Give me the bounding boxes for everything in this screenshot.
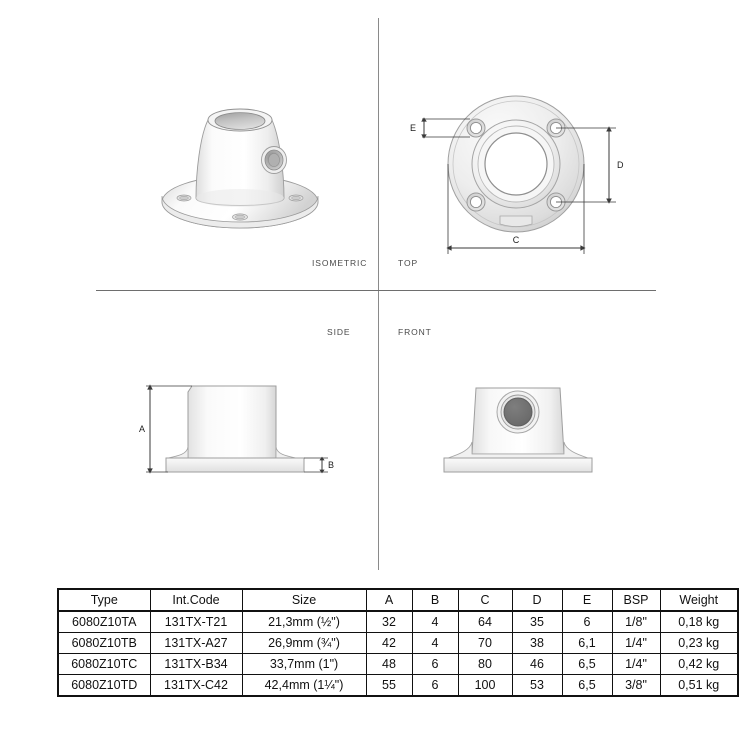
isometric-part-geometry	[161, 108, 319, 229]
column-header-size: Size	[241, 588, 367, 612]
cell-d: 46	[511, 653, 563, 675]
cell-c: 100	[457, 674, 513, 697]
column-header-d: D	[511, 588, 563, 612]
cell-b: 6	[411, 674, 459, 697]
cell-type: 6080Z10TA	[57, 610, 151, 633]
cell-b: 4	[411, 632, 459, 654]
cell-weight: 0,42 kg	[659, 653, 739, 675]
cell-bsp: 1/8"	[611, 610, 661, 633]
specification-table: Type Int.Code Size A B C D E BSP Weight …	[57, 588, 739, 697]
cell-intcode: 131TX-A27	[149, 632, 243, 654]
top-part-geometry	[447, 95, 585, 233]
cell-weight: 0,23 kg	[659, 632, 739, 654]
dimension-label-A: A	[139, 424, 145, 434]
view-label-side: SIDE	[327, 327, 351, 337]
table-row: 6080Z10TA 131TX-T21 21,3mm (½") 32 4 64 …	[57, 610, 739, 633]
horizontal-divider	[96, 290, 656, 291]
cell-a: 32	[365, 610, 413, 633]
cell-c: 64	[457, 610, 513, 633]
cell-c: 70	[457, 632, 513, 654]
table-header-row: Type Int.Code Size A B C D E BSP Weight	[57, 588, 739, 612]
column-header-c: C	[457, 588, 513, 612]
column-header-bsp: BSP	[611, 588, 661, 612]
cell-e: 6,5	[561, 653, 613, 675]
side-view: A B	[132, 372, 347, 487]
dimension-D	[556, 126, 616, 204]
table-row: 6080Z10TC 131TX-B34 33,7mm (1") 48 6 80 …	[57, 653, 739, 675]
cell-intcode: 131TX-C42	[149, 674, 243, 697]
dimension-label-B: B	[328, 460, 334, 470]
dimension-B	[304, 456, 328, 474]
cell-weight: 0,18 kg	[659, 610, 739, 633]
dimension-label-E: E	[410, 123, 416, 133]
cell-type: 6080Z10TB	[57, 632, 151, 654]
cell-e: 6,5	[561, 674, 613, 697]
cell-intcode: 131TX-B34	[149, 653, 243, 675]
dimension-label-C: C	[513, 235, 520, 245]
column-header-type: Type	[57, 588, 151, 612]
specification-table-container: Type Int.Code Size A B C D E BSP Weight …	[57, 588, 739, 697]
column-header-b: B	[411, 588, 459, 612]
cell-intcode: 131TX-T21	[149, 610, 243, 633]
cell-type: 6080Z10TD	[57, 674, 151, 697]
cell-bsp: 3/8"	[611, 674, 661, 697]
cell-d: 38	[511, 632, 563, 654]
dimension-A	[146, 384, 192, 474]
column-header-e: E	[561, 588, 613, 612]
cell-a: 42	[365, 632, 413, 654]
cell-bsp: 1/4"	[611, 632, 661, 654]
cell-bsp: 1/4"	[611, 653, 661, 675]
table-row: 6080Z10TB 131TX-A27 26,9mm (¾") 42 4 70 …	[57, 632, 739, 654]
cell-c: 80	[457, 653, 513, 675]
cell-size: 21,3mm (½")	[241, 610, 367, 633]
cell-a: 55	[365, 674, 413, 697]
cell-d: 35	[511, 610, 563, 633]
side-part-geometry	[165, 385, 305, 473]
table-row: 6080Z10TD 131TX-C42 42,4mm (1¼") 55 6 10…	[57, 674, 739, 697]
cell-b: 4	[411, 610, 459, 633]
top-view: E D C	[404, 84, 649, 264]
cell-size: 33,7mm (1")	[241, 653, 367, 675]
cell-e: 6,1	[561, 632, 613, 654]
dimension-label-D: D	[617, 160, 624, 170]
cell-weight: 0,51 kg	[659, 674, 739, 697]
column-header-intcode: Int.Code	[149, 588, 243, 612]
front-view	[424, 372, 619, 487]
dimension-E	[421, 117, 470, 139]
cell-size: 26,9mm (¾")	[241, 632, 367, 654]
dimension-C	[446, 164, 586, 254]
front-part-geometry	[443, 387, 593, 473]
view-label-top: TOP	[398, 258, 419, 268]
view-label-front: FRONT	[398, 327, 432, 337]
cell-e: 6	[561, 610, 613, 633]
vertical-divider	[378, 18, 379, 570]
view-label-isometric: ISOMETRIC	[312, 258, 368, 268]
cell-a: 48	[365, 653, 413, 675]
cell-size: 42,4mm (1¼")	[241, 674, 367, 697]
cell-type: 6080Z10TC	[57, 653, 151, 675]
cell-b: 6	[411, 653, 459, 675]
column-header-a: A	[365, 588, 413, 612]
cell-d: 53	[511, 674, 563, 697]
column-header-weight: Weight	[659, 588, 739, 612]
isometric-view	[148, 86, 338, 236]
